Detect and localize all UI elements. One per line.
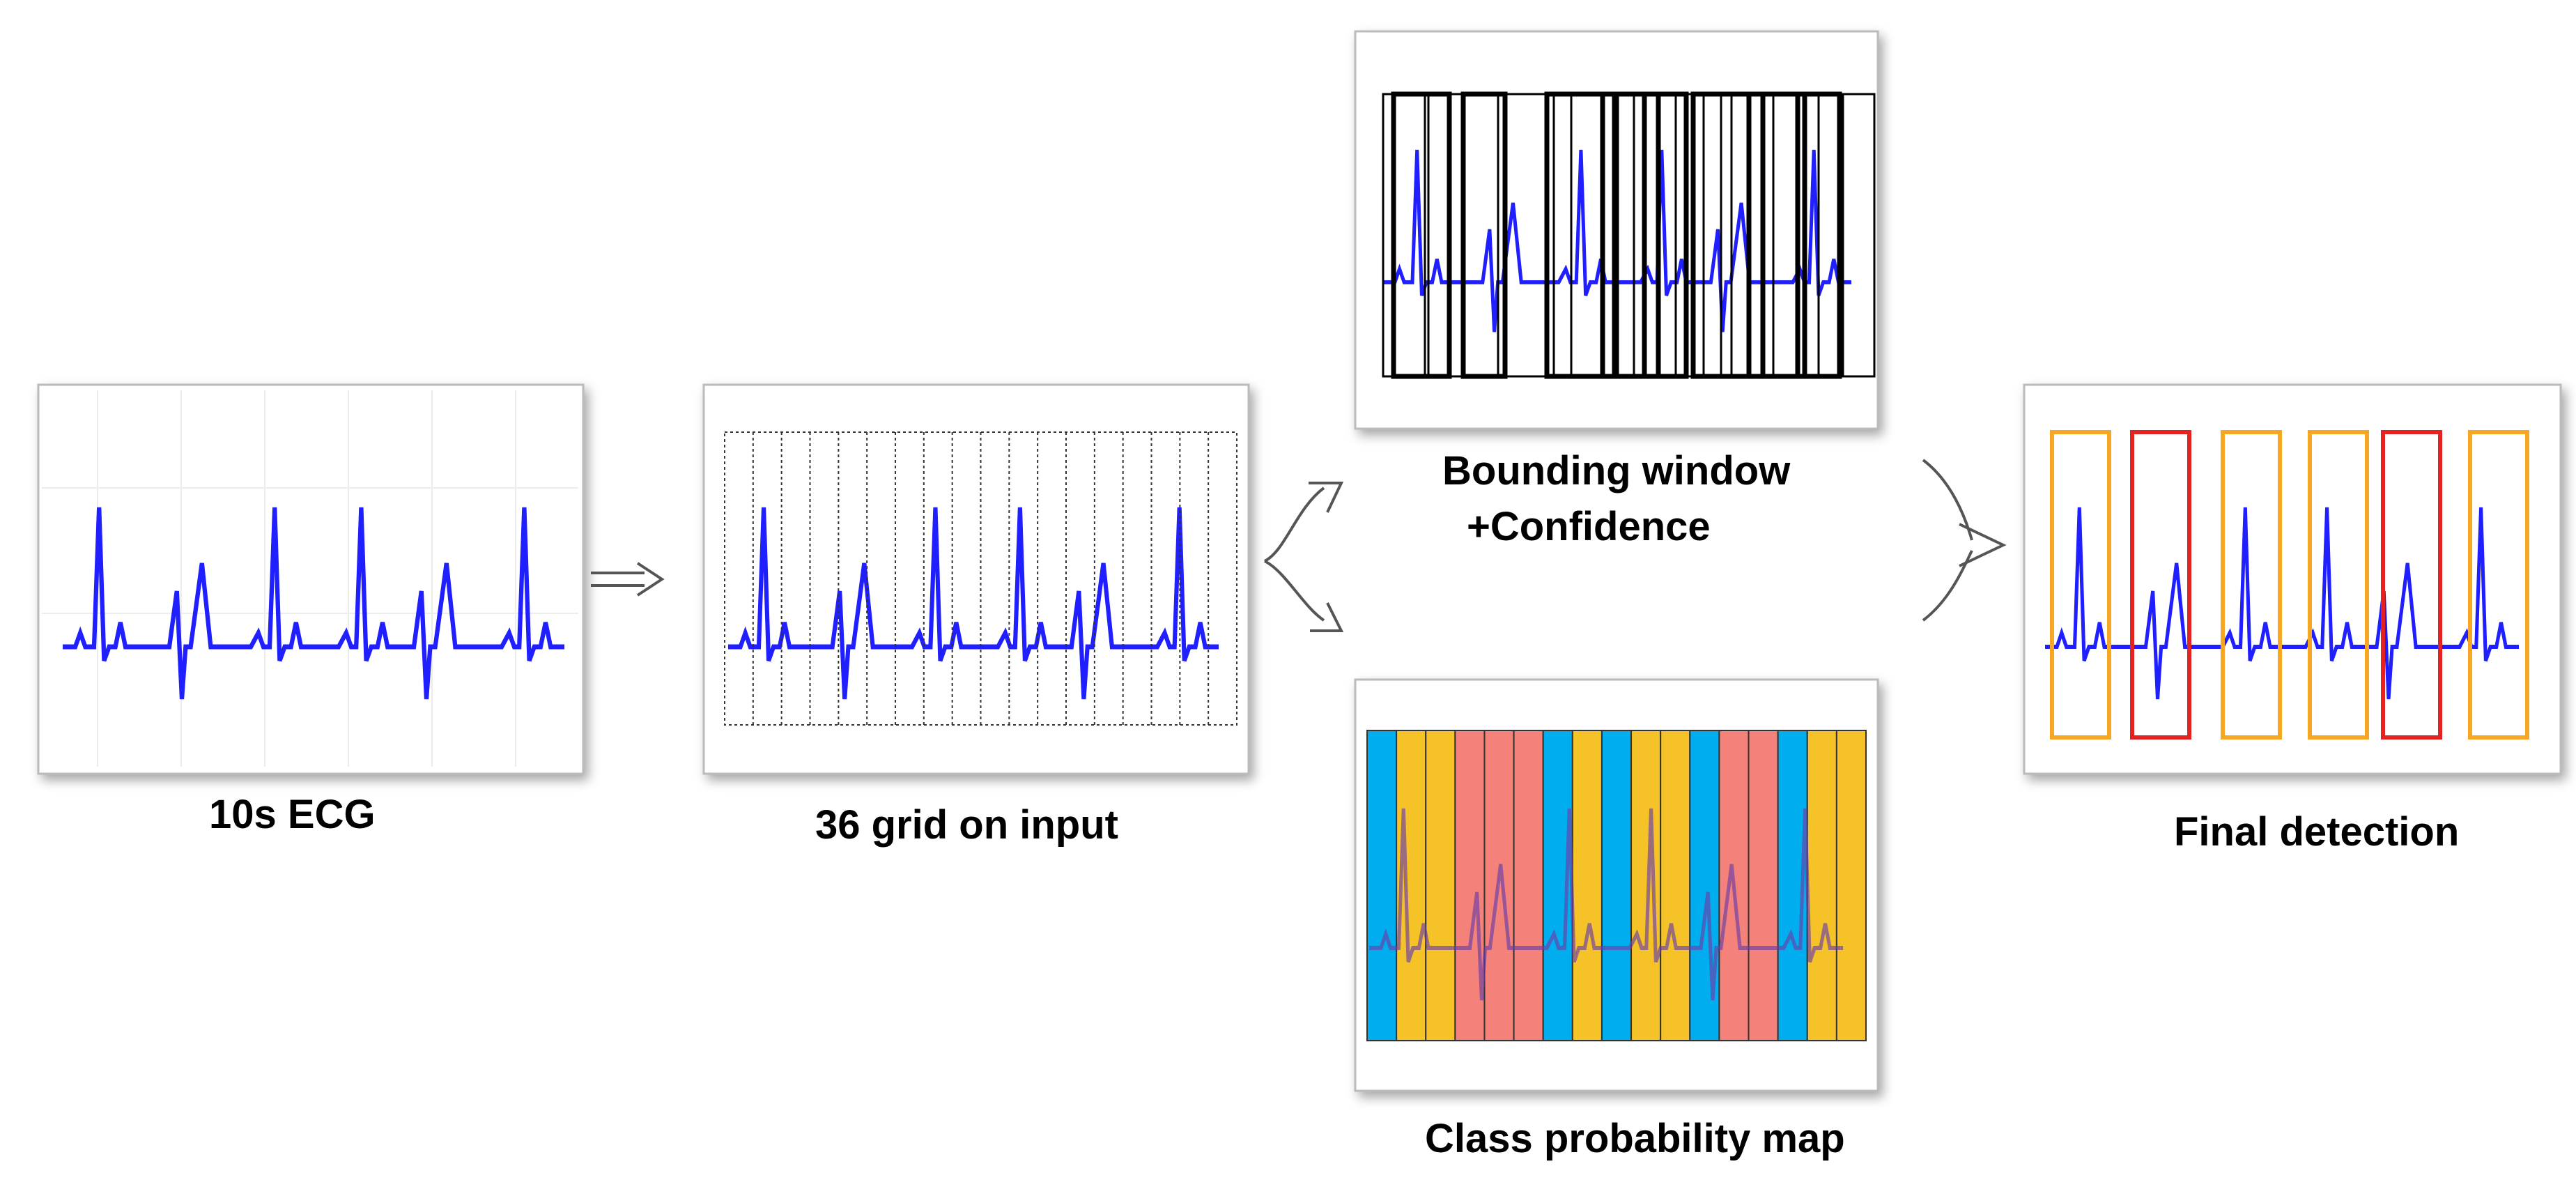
ecg-panel <box>37 383 585 775</box>
class-strip-red <box>1513 730 1544 1041</box>
class-strip-yellow <box>1835 730 1867 1041</box>
final-panel <box>2023 383 2562 775</box>
final-box-yellow <box>2468 430 2529 740</box>
class-strip-red <box>1748 730 1779 1041</box>
class-probability-strips <box>1366 730 1867 1041</box>
final-detection-boxes <box>2050 430 2529 740</box>
final-box-red <box>2130 430 2191 740</box>
bbox-caption-line2: +Confidence <box>1467 504 1711 549</box>
grid-panel <box>702 383 1250 775</box>
final-caption: Final detection <box>2174 809 2460 855</box>
class-map-caption: Class probability map <box>1425 1116 1845 1161</box>
class-strip-blue <box>1601 730 1633 1041</box>
class-strip-yellow <box>1806 730 1837 1041</box>
class-strip-yellow <box>1571 730 1603 1041</box>
merge-arrow-icon <box>1922 459 2007 622</box>
arrow-right-icon <box>591 562 665 597</box>
final-box-yellow <box>2050 430 2111 740</box>
final-box-red <box>2381 430 2442 740</box>
ecg-caption: 10s ECG <box>209 792 376 837</box>
bounding-window <box>1817 93 1876 378</box>
grid-caption: 36 grid on input <box>815 802 1118 848</box>
class-strip-yellow <box>1660 730 1691 1041</box>
final-box-yellow <box>2221 430 2282 740</box>
bounding-window <box>1497 93 1555 378</box>
bounding-window <box>1600 91 1661 379</box>
bounding-panel <box>1354 30 1879 430</box>
bbox-caption-line1: Bounding window <box>1442 448 1791 493</box>
ecg-grid-lines <box>42 390 578 767</box>
bounding-window <box>1570 93 1614 378</box>
bounding-window <box>1720 93 1764 378</box>
bounding-window <box>1391 91 1452 379</box>
bounding-window <box>1642 91 1689 379</box>
bounding-window <box>1460 91 1508 379</box>
class-strip-yellow <box>1630 730 1662 1041</box>
final-box-yellow <box>2308 430 2369 740</box>
class-strip-blue <box>1366 730 1398 1041</box>
split-arrow-icon <box>1264 482 1344 632</box>
class-map-panel <box>1354 678 1879 1092</box>
input-grid <box>724 431 1237 726</box>
class-strip-yellow <box>1425 730 1456 1041</box>
bounding-windows <box>1382 91 1876 379</box>
